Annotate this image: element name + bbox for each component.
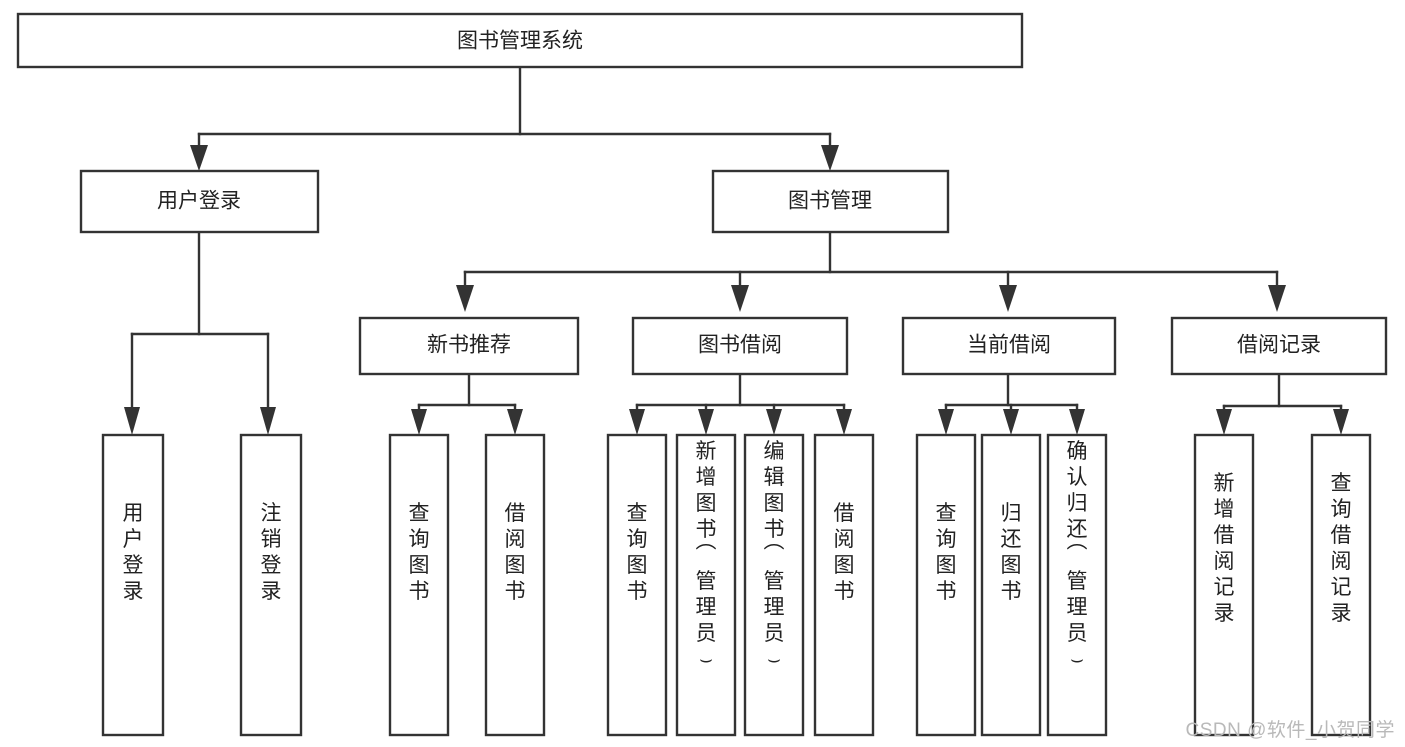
node-login-label: 用户登录 [157, 190, 241, 213]
node-leaf8-label: 借阅图书 [834, 502, 855, 603]
arrow-to-leaf5 [629, 409, 645, 435]
node-leaf8-box[interactable] [813, 433, 875, 737]
node-root-label: 图书管理系统 [457, 30, 583, 53]
node-leaf3-label: 查询图书 [409, 502, 430, 603]
node-leaf5-box[interactable] [606, 433, 668, 737]
node-leaf13[interactable]: 查询借阅记录 [1310, 433, 1372, 737]
node-bookmgmt[interactable]: 图书管理 [711, 169, 950, 234]
arrow-to-leaf10 [1003, 409, 1019, 435]
arrow-to-leaf2 [260, 407, 276, 435]
node-leaf12-label: 新增借阅记录 [1214, 472, 1235, 625]
connector-group-newbook [411, 372, 523, 435]
node-leaf10[interactable]: 归还图书 [980, 433, 1042, 737]
node-leaf11-label: 确认归还⌒管理员⌣ [1067, 440, 1088, 671]
node-leaf7[interactable]: 编辑图书⌒管理员⌣ [743, 433, 805, 737]
node-leaf1-label: 用户登录 [123, 502, 144, 603]
node-leaf4-box[interactable] [484, 433, 546, 737]
node-borrow[interactable]: 图书借阅 [631, 316, 849, 376]
node-leaf1[interactable]: 用户登录 [101, 433, 165, 737]
arrow-to-leaf7 [766, 409, 782, 435]
connector-group-current [938, 372, 1085, 435]
node-newbook[interactable]: 新书推荐 [358, 316, 580, 376]
node-bookmgmt-label: 图书管理 [788, 190, 872, 213]
arrow-to-leaf6 [698, 409, 714, 435]
node-leaf3-box[interactable] [388, 433, 450, 737]
node-leaf7-box[interactable] [743, 433, 805, 737]
node-leaf1-box[interactable] [101, 433, 165, 737]
arrow-to-newbook [456, 285, 474, 312]
arrow-to-leaf1 [124, 407, 140, 435]
arrow-to-leaf3 [411, 409, 427, 435]
arrow-to-login [190, 145, 208, 171]
connector-group-root [190, 65, 839, 171]
node-leaf8[interactable]: 借阅图书 [813, 433, 875, 737]
node-current[interactable]: 当前借阅 [901, 316, 1117, 376]
arrow-to-bookmgmt [821, 145, 839, 171]
arrow-to-leaf4 [507, 409, 523, 435]
node-leaf10-label: 归还图书 [1001, 502, 1022, 603]
node-leaf11[interactable]: 确认归还⌒管理员⌣ [1046, 433, 1108, 737]
node-leaf12[interactable]: 新增借阅记录 [1193, 433, 1255, 737]
arrow-to-leaf12 [1216, 409, 1232, 435]
node-leaf9[interactable]: 查询图书 [915, 433, 977, 737]
node-root-box[interactable] [16, 12, 1024, 69]
node-leaf5[interactable]: 查询图书 [606, 433, 668, 737]
node-borrow-label: 图书借阅 [698, 334, 782, 357]
node-leaf7-label: 编辑图书⌒管理员⌣ [764, 440, 785, 671]
node-leaf4-label: 借阅图书 [505, 502, 526, 603]
node-leaf2[interactable]: 注销登录 [239, 433, 303, 737]
node-leaf13-box[interactable] [1310, 433, 1372, 737]
node-leaf5-label: 查询图书 [627, 502, 648, 603]
node-records[interactable]: 借阅记录 [1170, 316, 1388, 376]
csdn-watermark: CSDN @软件_小贺同学 [1185, 720, 1395, 741]
node-borrow-box[interactable] [631, 316, 849, 376]
arrow-to-leaf11 [1069, 409, 1085, 435]
node-leaf6-label: 新增图书⌒管理员⌣ [696, 440, 717, 671]
node-bookmgmt-box[interactable] [711, 169, 950, 234]
node-leaf13-label: 查询借阅记录 [1331, 472, 1352, 625]
node-login[interactable]: 用户登录 [79, 169, 320, 234]
node-leaf12-box[interactable] [1193, 433, 1255, 737]
node-leaf6-box[interactable] [675, 433, 737, 737]
arrow-to-records [1268, 285, 1286, 312]
node-current-label: 当前借阅 [967, 334, 1051, 357]
node-root[interactable]: 图书管理系统 [16, 12, 1024, 69]
connector-group-records [1216, 372, 1349, 435]
node-login-box[interactable] [79, 169, 320, 234]
node-leaf3[interactable]: 查询图书 [388, 433, 450, 737]
node-leaf2-box[interactable] [239, 433, 303, 737]
connector-group-borrow [629, 372, 852, 435]
node-newbook-label: 新书推荐 [427, 334, 511, 357]
node-leaf6[interactable]: 新增图书⌒管理员⌣ [675, 433, 737, 737]
node-records-box[interactable] [1170, 316, 1388, 376]
arrow-to-leaf8 [836, 409, 852, 435]
arrow-to-leaf13 [1333, 409, 1349, 435]
node-leaf2-label: 注销登录 [261, 502, 282, 603]
arrow-to-leaf9 [938, 409, 954, 435]
connector-group-bookmgmt [456, 230, 1286, 312]
node-current-box[interactable] [901, 316, 1117, 376]
node-leaf11-box[interactable] [1046, 433, 1108, 737]
node-leaf9-label: 查询图书 [936, 502, 957, 603]
arrow-to-current [999, 285, 1017, 312]
node-leaf4[interactable]: 借阅图书 [484, 433, 546, 737]
node-records-label: 借阅记录 [1237, 334, 1321, 357]
node-newbook-box[interactable] [358, 316, 580, 376]
arrow-to-borrow [731, 285, 749, 312]
node-leaf9-box[interactable] [915, 433, 977, 737]
connector-group-login [124, 230, 276, 435]
node-leaf10-box[interactable] [980, 433, 1042, 737]
